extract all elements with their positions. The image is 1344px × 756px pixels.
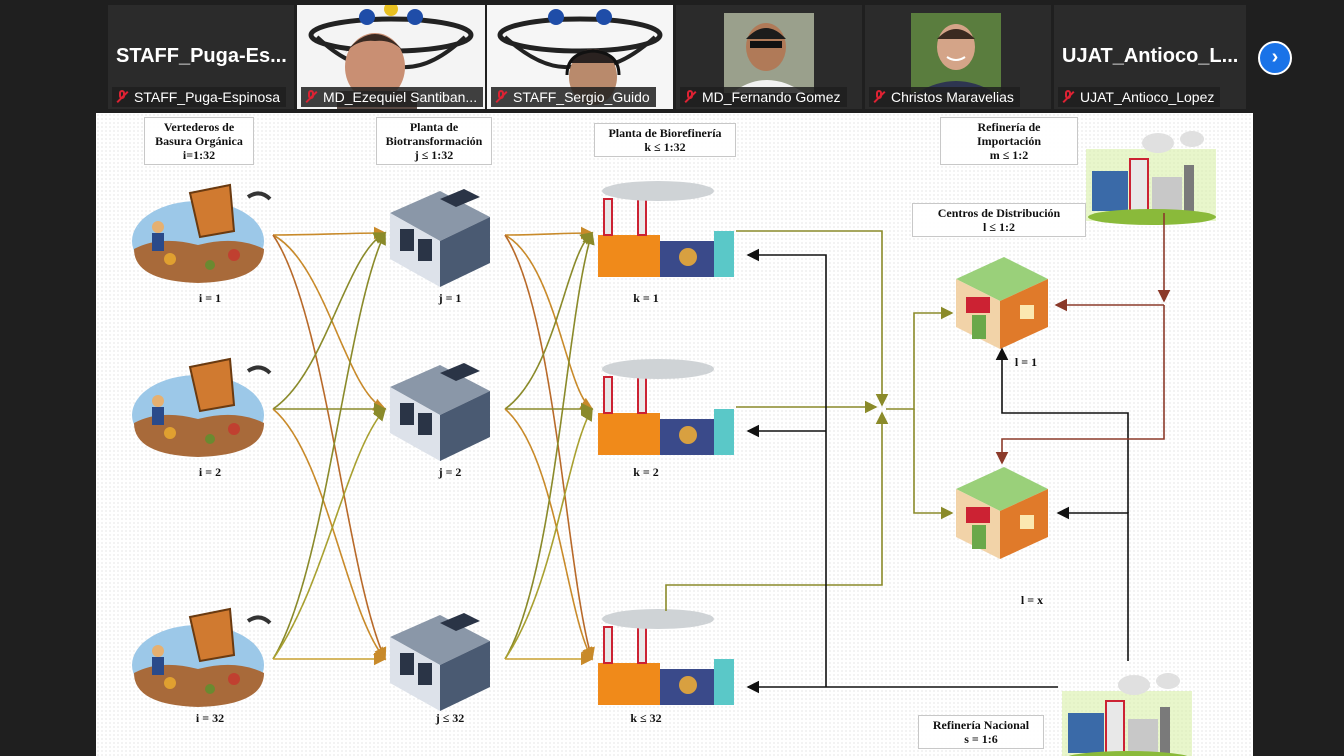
mic-muted-icon — [873, 90, 885, 104]
participant-caption: STAFF_Puga-Espinosa — [112, 87, 287, 107]
node-label: k = 1 — [633, 291, 659, 305]
node-label: l = x — [1020, 593, 1044, 607]
biotransformation-plant-icon — [390, 613, 490, 711]
mic-muted-icon — [495, 90, 507, 104]
biorefinery-plant-icon — [597, 180, 735, 278]
node-label: i = 32 — [195, 711, 225, 725]
participant-photo — [724, 13, 814, 93]
node-label: i = 2 — [198, 465, 222, 479]
participant-tile[interactable]: STAFF_Sergio_Guido — [487, 5, 673, 109]
import-refinery-icon — [1085, 130, 1217, 226]
participant-caption: MD_Ezequiel Santiban... — [301, 87, 484, 107]
biotransformation-plant-icon — [390, 189, 490, 287]
participant-tile[interactable]: Christos Maravelias — [865, 5, 1051, 109]
node-label: j = 2 — [438, 465, 462, 479]
biotransformation-plant-icon — [390, 363, 490, 461]
distribution-center-icon — [956, 257, 1048, 349]
landfill-icon — [130, 183, 272, 285]
national-refinery-icon — [1061, 672, 1193, 756]
participant-photo — [911, 13, 1001, 93]
node-label: k = 2 — [633, 465, 659, 479]
participant-tile[interactable]: UJAT_Antioco_L... UJAT_Antioco_Lopez — [1054, 5, 1246, 109]
participant-tile[interactable]: MD_Ezequiel Santiban... — [297, 5, 485, 109]
biorefinery-plant-icon — [597, 608, 735, 706]
participant-tile[interactable]: MD_Fernando Gomez — [676, 5, 862, 109]
chevron-right-icon: › — [1271, 46, 1279, 68]
node-label: k ≤ 32 — [630, 711, 662, 725]
node-label: j = 1 — [438, 291, 462, 305]
participant-name: STAFF_Puga-Es... — [116, 45, 287, 67]
mic-muted-icon — [305, 90, 317, 104]
participant-tile[interactable]: STAFF_Puga-Es... STAFF_Puga-Espinosa — [108, 5, 294, 109]
next-participants-button[interactable]: › — [1258, 41, 1292, 75]
mic-muted-icon — [1062, 90, 1074, 104]
node-label: j ≤ 32 — [435, 711, 465, 725]
distribution-center-icon — [956, 467, 1048, 559]
biorefinery-plant-icon — [597, 358, 735, 456]
participant-name: UJAT_Antioco_L... — [1062, 45, 1239, 67]
participant-strip: STAFF_Puga-Es... STAFF_Puga-Espinosa MD_… — [0, 0, 1344, 112]
participant-caption: STAFF_Sergio_Guido — [491, 87, 656, 107]
mic-muted-icon — [116, 90, 128, 104]
landfill-icon — [130, 607, 272, 709]
participant-caption: Christos Maravelias — [869, 87, 1020, 107]
participant-caption: UJAT_Antioco_Lopez — [1058, 87, 1221, 107]
node-label: i = 1 — [198, 291, 222, 305]
participant-caption: MD_Fernando Gomez — [680, 87, 847, 107]
mic-muted-icon — [684, 90, 696, 104]
landfill-icon — [130, 357, 272, 459]
node-label: l = 1 — [1014, 355, 1038, 369]
supply-chain-diagram — [130, 130, 1217, 756]
